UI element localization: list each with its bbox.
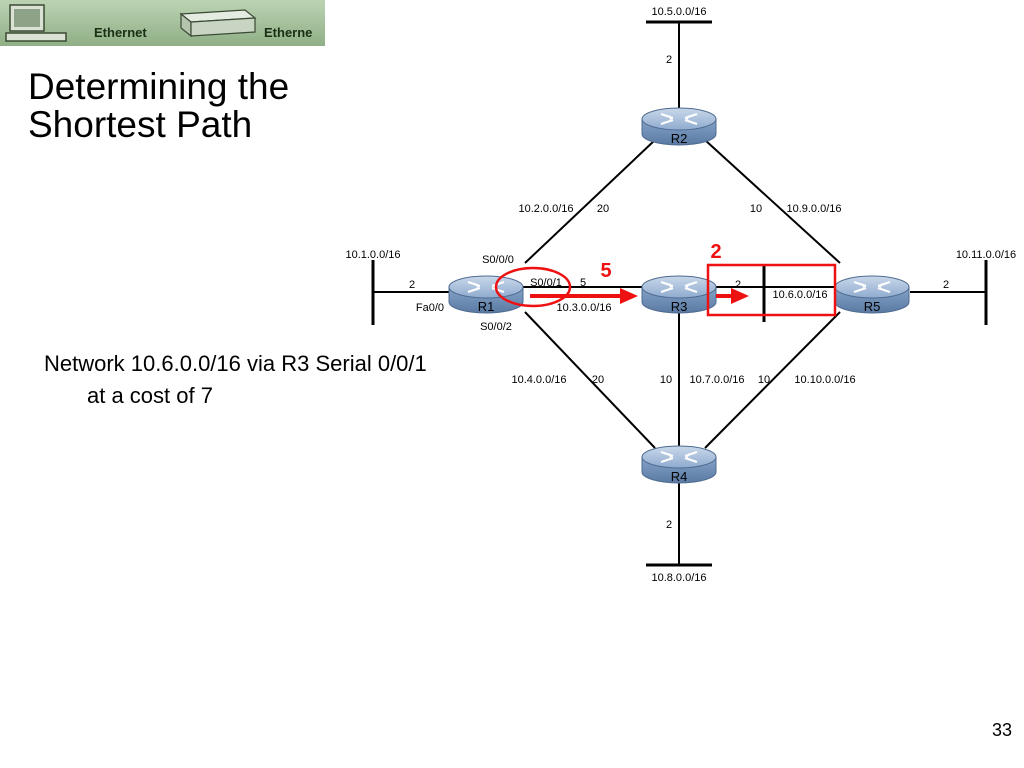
network-label: 10.6.0.0/16 bbox=[772, 289, 827, 301]
interface-label-s001: S0/0/1 bbox=[530, 277, 562, 289]
router-label-r1: R1 bbox=[478, 299, 495, 314]
route-note-line-1: Network 10.6.0.0/16 via R3 Serial 0/0/1 bbox=[44, 351, 427, 376]
network-label: 10.4.0.0/16 bbox=[511, 374, 566, 386]
path-arrows bbox=[530, 288, 749, 304]
route-note: Network 10.6.0.0/16 via R3 Serial 0/0/1 … bbox=[44, 348, 504, 412]
title-line-1: Determining the bbox=[28, 66, 290, 107]
ethernet-label-2: Etherne bbox=[264, 25, 313, 40]
network-label: 10.2.0.0/16 bbox=[518, 203, 573, 215]
pc-icon bbox=[5, 4, 67, 42]
cost-label: 2 bbox=[735, 279, 741, 291]
interface-label-s002: S0/0/2 bbox=[480, 321, 512, 333]
link-r1-r2 bbox=[524, 139, 656, 264]
slide-title: Determining the Shortest Path bbox=[28, 68, 348, 144]
network-label: 10.11.0.0/16 bbox=[956, 249, 1016, 261]
page-number: 33 bbox=[991, 720, 1012, 740]
router-label-r3: R3 bbox=[671, 299, 688, 314]
link-r1-r4 bbox=[524, 311, 656, 449]
path-highlight bbox=[494, 263, 837, 317]
cost-label: 10 bbox=[758, 374, 770, 386]
router-label-r4: R4 bbox=[671, 469, 688, 484]
network-10-6-highlight-box bbox=[706, 263, 837, 317]
switch-icon bbox=[179, 9, 257, 38]
cost-label: 20 bbox=[597, 203, 609, 215]
highlight-cost-first-hop: 5 bbox=[600, 260, 611, 282]
router-label-r5: R5 bbox=[864, 299, 881, 314]
cost-label: 2 bbox=[943, 279, 949, 291]
ethernet-banner: Ethernet Etherne bbox=[0, 0, 325, 46]
router-label-r2: R2 bbox=[671, 131, 688, 146]
route-note-line-2: at a cost of 7 bbox=[87, 383, 213, 408]
network-label: 10.5.0.0/16 bbox=[651, 6, 706, 18]
interface-label-s000: S0/0/0 bbox=[482, 254, 514, 266]
cost-label: 2 bbox=[409, 279, 415, 291]
ethernet-label: Ethernet bbox=[94, 25, 147, 40]
network-label: 10.1.0.0/16 bbox=[345, 249, 400, 261]
cost-label: 2 bbox=[666, 54, 672, 66]
cost-label: 2 bbox=[666, 519, 672, 531]
title-line-2: Shortest Path bbox=[28, 104, 253, 145]
links bbox=[373, 22, 985, 565]
network-label: 10.8.0.0/16 bbox=[651, 572, 706, 584]
s001-highlight-circle bbox=[494, 266, 572, 308]
cost-label: 10 bbox=[660, 374, 672, 386]
network-label: 10.7.0.0/16 bbox=[689, 374, 744, 386]
lan-segments bbox=[371, 20, 988, 567]
arrow-r3-r5-head bbox=[731, 288, 749, 304]
link-r2-r5 bbox=[704, 139, 841, 264]
network-label: 10.10.0.0/16 bbox=[794, 374, 855, 386]
network-label: 10.9.0.0/16 bbox=[786, 203, 841, 215]
cost-label: 10 bbox=[750, 203, 762, 215]
highlight-cost-second-hop: 2 bbox=[710, 241, 721, 263]
interface-label-fa00: Fa0/0 bbox=[416, 302, 444, 314]
arrow-r1-r3-head bbox=[620, 288, 638, 304]
cost-label: 5 bbox=[580, 277, 586, 289]
network-label: 10.3.0.0/16 bbox=[556, 302, 611, 314]
link-r5-r4 bbox=[704, 311, 841, 449]
cost-label: 20 bbox=[592, 374, 604, 386]
